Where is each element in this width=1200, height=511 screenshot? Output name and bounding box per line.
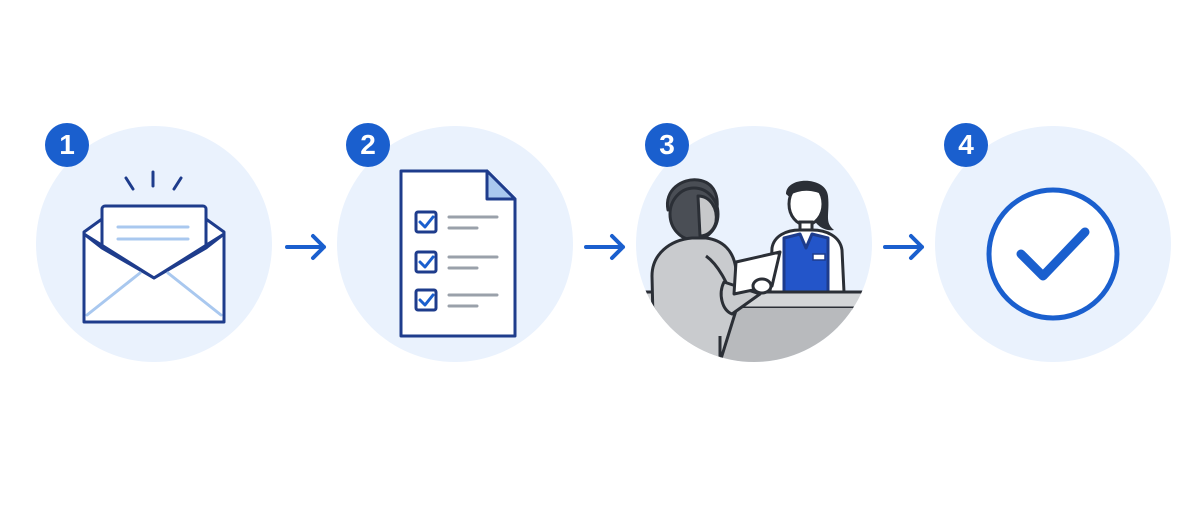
step-4: 4 <box>935 123 1171 374</box>
arrow-right-icon <box>583 229 629 265</box>
step-circle <box>636 126 872 362</box>
reception-counter-icon <box>636 126 872 362</box>
step-3: 3 <box>636 123 872 374</box>
step-1: 1 <box>36 123 272 374</box>
receptionist-figure <box>768 180 846 294</box>
step-number-badge: 2 <box>346 123 390 167</box>
step-2: 2 <box>337 123 573 374</box>
step-circle <box>337 126 573 362</box>
step-number-badge: 4 <box>944 123 988 167</box>
step-number-badge: 1 <box>45 123 89 167</box>
step-number-badge: 3 <box>645 123 689 167</box>
customer-figure <box>650 178 782 362</box>
arrow-right-icon <box>284 229 330 265</box>
arrow-right-icon <box>882 229 928 265</box>
checklist-document-icon <box>337 126 573 362</box>
